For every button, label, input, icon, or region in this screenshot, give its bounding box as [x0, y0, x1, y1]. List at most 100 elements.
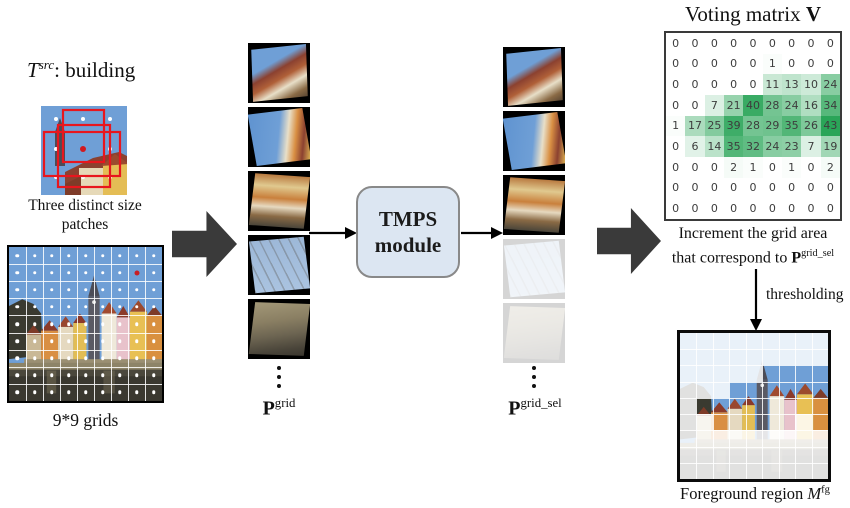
background-mask-cell: [680, 414, 697, 431]
grid-dot: [66, 253, 71, 258]
grid-dot: [100, 253, 105, 258]
grid-dot: [100, 339, 105, 343]
grid-dot: [66, 270, 71, 275]
grid-line: [680, 446, 828, 448]
matrix-cell: 0: [672, 181, 680, 195]
matrix-cell: 0: [826, 57, 834, 71]
background-mask-cell: [745, 365, 763, 382]
matrix-cell: 13: [782, 74, 802, 95]
matrix-cell: 0: [710, 78, 718, 92]
grid-red-dot: [134, 270, 139, 276]
grid-dot: [100, 270, 105, 275]
matrix-cell: 0: [710, 36, 718, 50]
background-mask-cell: [712, 349, 730, 366]
matrix-cell: 0: [672, 160, 680, 174]
foreground-region-image: [677, 330, 831, 482]
grid-dot: [117, 339, 122, 343]
background-mask-cell: [712, 462, 730, 479]
matrix-cell: 0: [807, 57, 815, 71]
grid-caption: 9*9 grids: [52, 410, 119, 430]
patch-tile-building-facades: [248, 171, 310, 231]
matrix-cell: 0: [672, 98, 680, 112]
patch-image-building-facades: [248, 173, 310, 229]
grid-line: [76, 247, 78, 401]
background-mask-cell: [729, 349, 746, 366]
matrix-cell: 0: [807, 36, 815, 50]
patch-tile-water-reflection: [503, 303, 565, 363]
grid-dot: [15, 322, 20, 326]
background-mask-cell: [696, 365, 713, 382]
pgrid-column: [248, 43, 310, 359]
background-mask-cell: [778, 446, 796, 463]
grid-dot: [151, 373, 156, 378]
matrix-cell: 0: [788, 57, 796, 71]
grid-dot: [134, 322, 139, 326]
matrix-cell: 0: [672, 202, 680, 216]
pgridsel-ellipsis-dots: [503, 361, 565, 393]
patch-image-sky-with-branches: [248, 236, 310, 293]
patch-tile-water-reflection: [248, 299, 310, 359]
grid-dot: [32, 288, 37, 292]
matrix-cell: 7: [704, 94, 724, 116]
matrix-cell: 32: [743, 136, 763, 157]
matrix-cell: 0: [691, 78, 699, 92]
matrix-cell: 0: [749, 181, 757, 195]
matrix-cell: 0: [749, 36, 757, 50]
patch-tile-house-roofs-and-sky: [248, 43, 310, 103]
matrix-cell: 7: [801, 136, 821, 157]
grid-dot: [134, 356, 139, 360]
grid-dot: [15, 305, 20, 309]
matrix-cell: 6: [685, 136, 705, 157]
matrix-cell: 21: [724, 94, 744, 116]
patch-rectangles: [42, 108, 122, 189]
grid-dot: [117, 253, 122, 258]
grid-dot: [117, 305, 122, 309]
grid-dot: [83, 305, 88, 309]
matrix-cell: 0: [672, 57, 680, 71]
grid-line: [9, 383, 162, 385]
arrow-tmps-to-pgridsel: [461, 227, 503, 239]
grid-line: [745, 333, 747, 479]
matrix-cell: 0: [768, 36, 776, 50]
grid-line: [128, 247, 129, 401]
tmps-line2: module: [374, 233, 442, 257]
foreground-caption: Foreground region Mfg: [680, 484, 830, 503]
patch-tile-sky-with-buildings: [248, 107, 310, 167]
grid-dot: [15, 339, 20, 343]
matrix-cell: 0: [826, 202, 834, 216]
background-mask-cell: [811, 349, 828, 366]
background-mask-cell: [696, 446, 713, 463]
matrix-cell: 2: [820, 156, 840, 178]
background-mask-cell: [680, 333, 697, 350]
patch-tile-sky-with-branches: [503, 239, 565, 299]
patch-tile-sky-with-branches: [248, 235, 310, 295]
patch-tile-house-roofs-and-sky: [503, 47, 565, 107]
matrix-cell: 0: [710, 57, 718, 71]
grid-line: [680, 349, 828, 351]
grid-line: [9, 281, 162, 283]
tsrc-superscript: src: [38, 57, 55, 72]
pgridsel-column: [503, 47, 565, 363]
background-mask-cell: [696, 381, 713, 398]
matrix-cell: 35: [782, 115, 802, 137]
grid-dot: [32, 390, 37, 395]
matrix-cell: 14: [704, 136, 724, 157]
background-mask-cell: [680, 349, 697, 366]
patch-image-water-reflection: [248, 302, 310, 356]
grid-dot: [66, 305, 71, 309]
matrix-cell: 0: [788, 36, 796, 50]
grid-dot: [151, 339, 156, 343]
grid-dot: [49, 339, 54, 343]
matrix-cell: 1: [782, 156, 802, 178]
pgridsel-label: Pgrid_sel: [508, 396, 562, 420]
grid-line: [9, 366, 162, 368]
source-patches-image: [41, 106, 127, 195]
grid-line: [9, 315, 162, 317]
background-mask-cell: [729, 333, 746, 350]
foreground-mask-overlay: [680, 333, 828, 479]
background-mask-cell: [680, 397, 697, 415]
grid-dot: [32, 356, 37, 360]
matrix-cell: 43: [820, 115, 840, 137]
grid-dot: [49, 373, 54, 378]
matrix-cell: 23: [782, 136, 802, 157]
